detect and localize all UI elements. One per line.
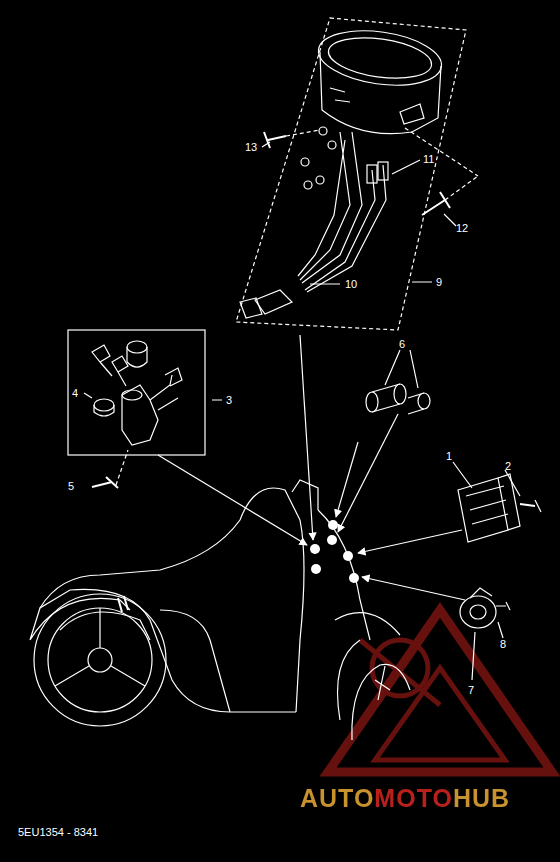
callout-number: 8 (500, 638, 506, 651)
watermark-logo (328, 610, 552, 772)
relay (366, 350, 430, 414)
callout-number: 3 (226, 394, 232, 407)
callout-number: 13 (245, 141, 257, 154)
pointer-arrow (158, 335, 465, 600)
callout-number: 6 (399, 338, 405, 351)
callout-number: 2 (505, 460, 511, 473)
callout-number: 12 (456, 222, 468, 235)
main-switch (84, 341, 222, 445)
group-box (68, 330, 205, 455)
callout-number: 5 (68, 480, 74, 493)
callout-number: 7 (468, 684, 474, 697)
callout-number: 10 (345, 278, 357, 291)
callout-number: 9 (436, 276, 442, 289)
callout-number: 4 (72, 387, 78, 400)
callout-number: 1 (446, 450, 452, 463)
drawing-code: 5EU1354 - 8341 (18, 826, 98, 839)
scooter-outline (30, 480, 410, 740)
group-box (236, 18, 466, 330)
callout-number: 11 (423, 153, 434, 166)
horn (460, 588, 510, 680)
rectifier-regulator (453, 462, 541, 542)
watermark: AUTOMOTOHUB (300, 784, 510, 812)
meter-assembly (240, 24, 478, 318)
mounting-point (310, 520, 359, 583)
